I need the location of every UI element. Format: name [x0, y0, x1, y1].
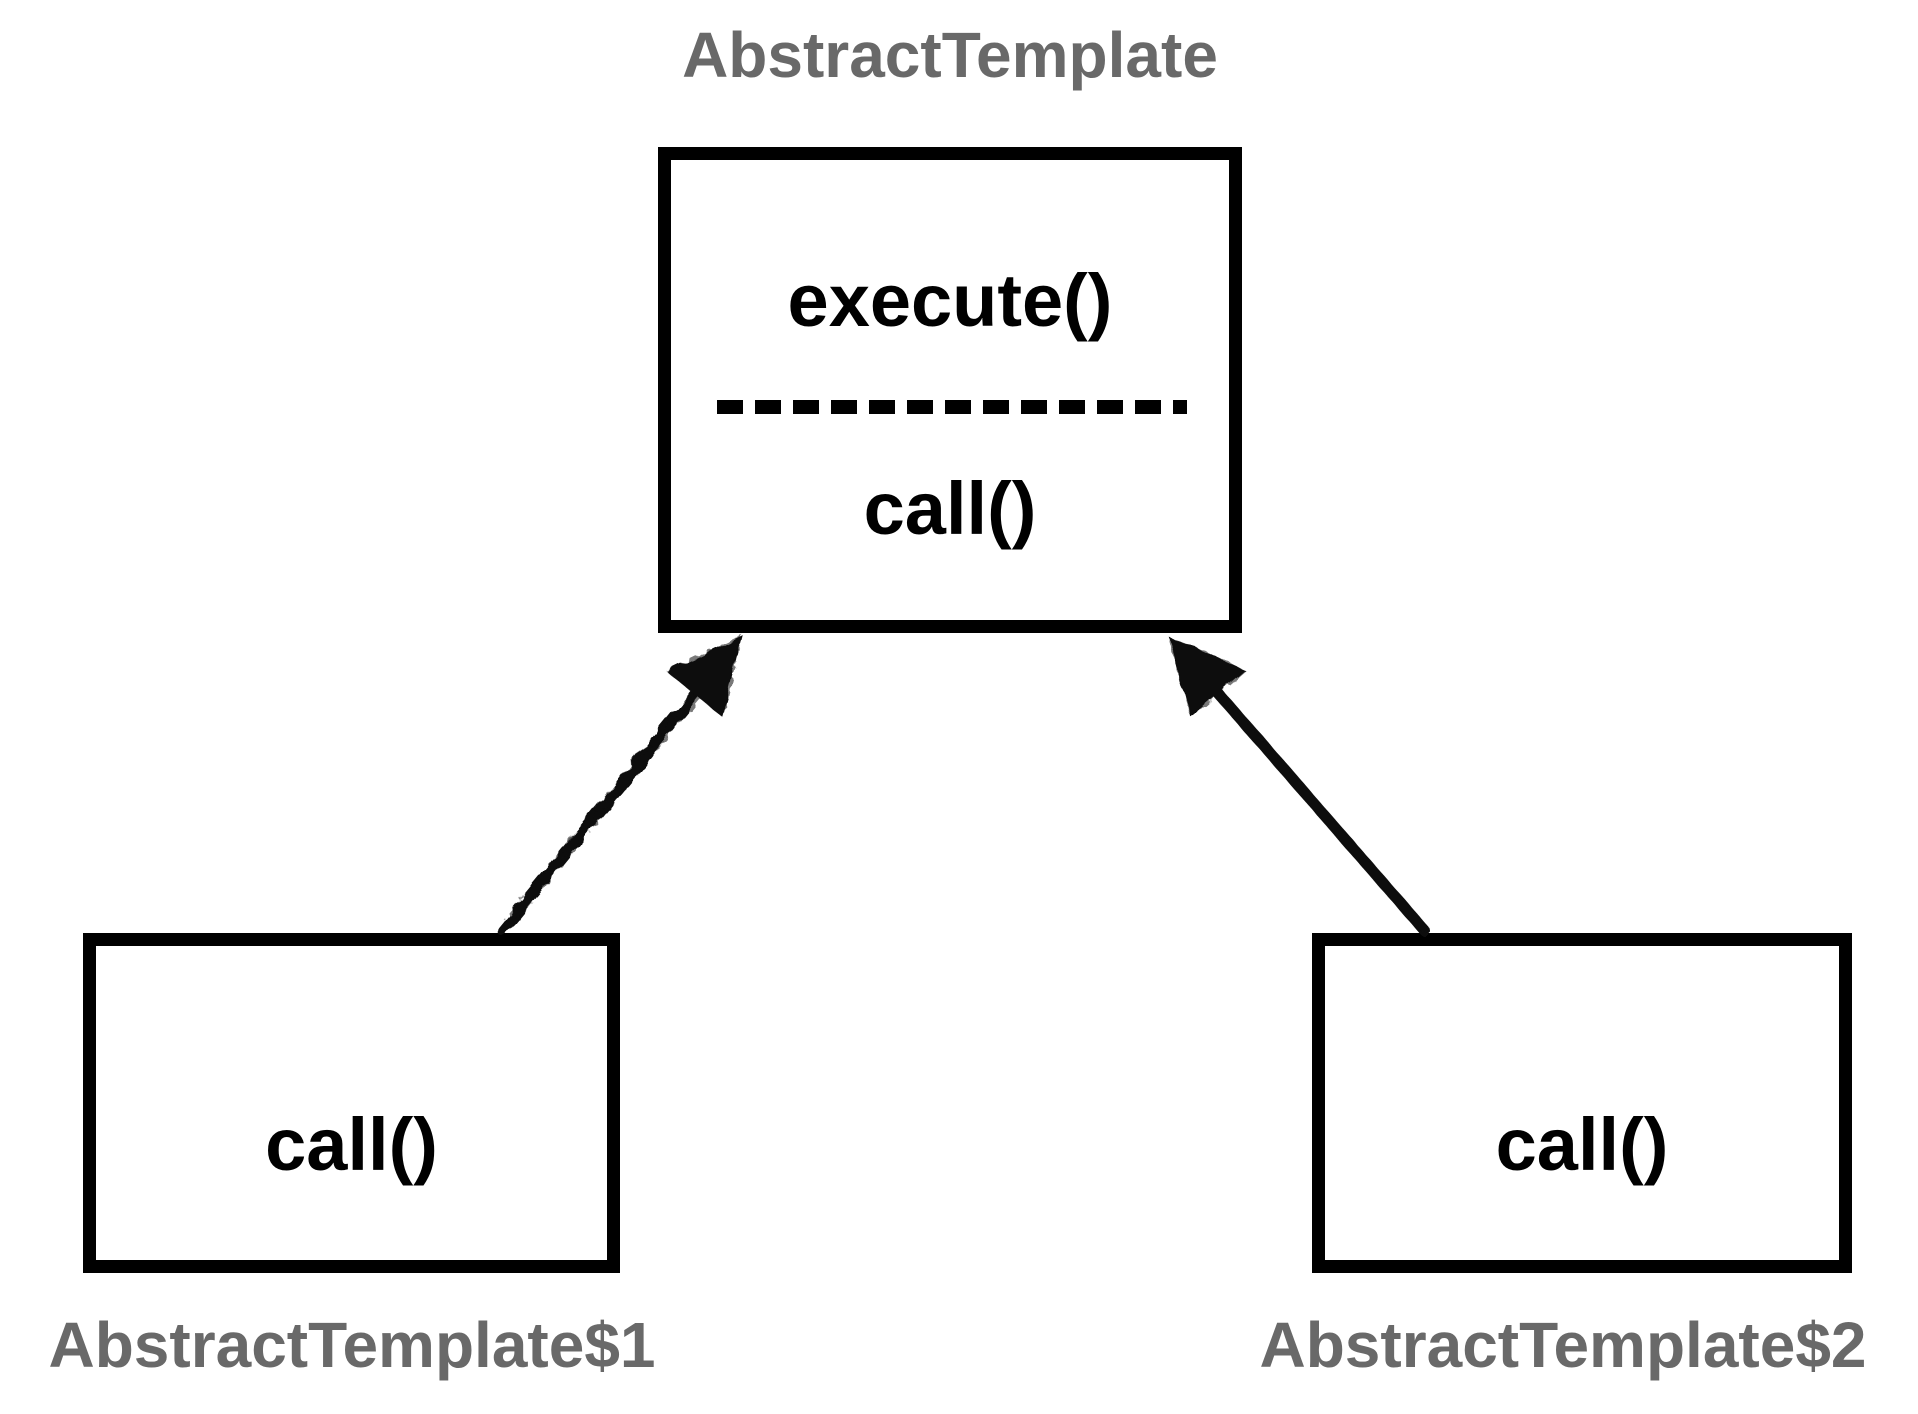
right-arrowhead-icon: [1167, 635, 1245, 717]
parent-class-name-label: AbstractTemplate: [682, 19, 1218, 91]
subclass-2-method-call: call(): [1495, 1103, 1669, 1186]
subclass-1-name-label: AbstractTemplate$1: [48, 1309, 656, 1381]
subclass-2-name-label: AbstractTemplate$2: [1259, 1309, 1867, 1381]
parent-method-call: call(): [863, 467, 1037, 550]
subclass-2-box: call(): [1312, 933, 1852, 1273]
inheritance-arrow-left: [496, 635, 743, 936]
left-arrowhead-icon: [667, 635, 743, 717]
parent-class-box: execute() call(): [658, 147, 1242, 633]
parent-method-execute: execute(): [787, 259, 1113, 342]
inheritance-arrow-right: [1167, 635, 1430, 936]
subclass-1-box: call(): [83, 933, 620, 1273]
subclass-1-method-call: call(): [265, 1103, 438, 1186]
method-divider: [717, 400, 1187, 414]
